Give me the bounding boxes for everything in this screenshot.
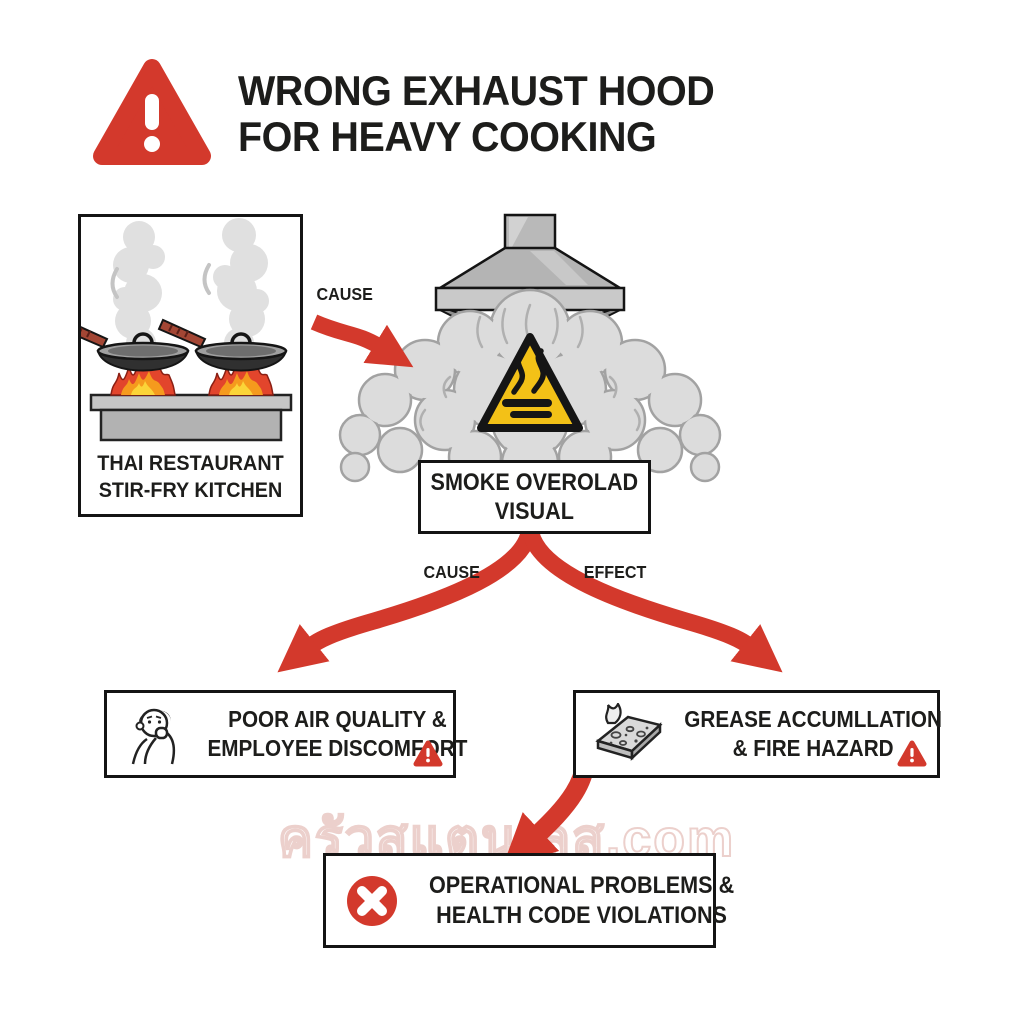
operational-line1: OPERATIONAL PROBLEMS & <box>428 871 735 899</box>
grease-hazard-box: GREASE ACCUMLLATION & FIRE HAZARD <box>573 690 942 778</box>
smoke-box-line1: SMOKE OVEROLAD <box>430 469 639 496</box>
warning-triangle-icon <box>413 740 443 767</box>
page-title: WRONG EXHAUST HOOD FOR HEAVY COOKING <box>238 67 715 160</box>
fork-effect-label: EFFECT <box>583 562 647 582</box>
poor-air-quality-box: POOR AIR QUALITY & EMPLOYEE DISCOMFORT <box>104 690 467 778</box>
operational-line2: HEALTH CODE VIOLATIONS <box>436 901 727 929</box>
counter-base <box>99 408 283 442</box>
smoke-overload-box: SMOKE OVEROLAD VISUAL <box>418 460 651 534</box>
operational-problems-box: OPERATIONAL PROBLEMS & HEALTH CODE VIOLA… <box>323 853 734 948</box>
x-circle-icon <box>347 875 397 926</box>
kitchen-caption-line2: STIR-FRY KITCHEN <box>98 478 283 502</box>
flame-icon <box>605 703 622 725</box>
counter-top <box>89 393 293 412</box>
smoke-hazard-sign-icon <box>477 333 583 432</box>
fork-cause-label: CAUSE <box>423 562 480 582</box>
stir-fry-kitchen-illustration <box>81 218 293 442</box>
grease-line2: & FIRE HAZARD <box>732 735 894 761</box>
kitchen-caption-line1: THAI RESTAURANT <box>97 451 284 475</box>
kitchen-caption: THAI RESTAURANT STIR-FRY KITCHEN <box>90 450 291 504</box>
greasy-filter-fire-icon <box>595 703 663 761</box>
smoke-box-line2: VISUAL <box>494 498 575 525</box>
grease-line1: GREASE ACCUMLLATION <box>684 706 942 732</box>
fork-right-arrow <box>521 526 783 673</box>
cause-arrow-label: CAUSE <box>316 284 373 304</box>
warning-triangle-icon <box>897 740 927 767</box>
kitchen-illustration-panel: THAI RESTAURANT STIR-FRY KITCHEN <box>78 214 303 517</box>
coughing-person-icon <box>131 708 176 765</box>
page-title-line2: FOR HEAVY COOKING <box>238 113 657 160</box>
warning-triangle-icon <box>93 59 211 165</box>
fork-left-arrow <box>277 526 539 673</box>
page-title-line1: WRONG EXHAUST HOOD <box>238 67 715 114</box>
poor-air-line1: POOR AIR QUALITY & <box>228 706 447 732</box>
